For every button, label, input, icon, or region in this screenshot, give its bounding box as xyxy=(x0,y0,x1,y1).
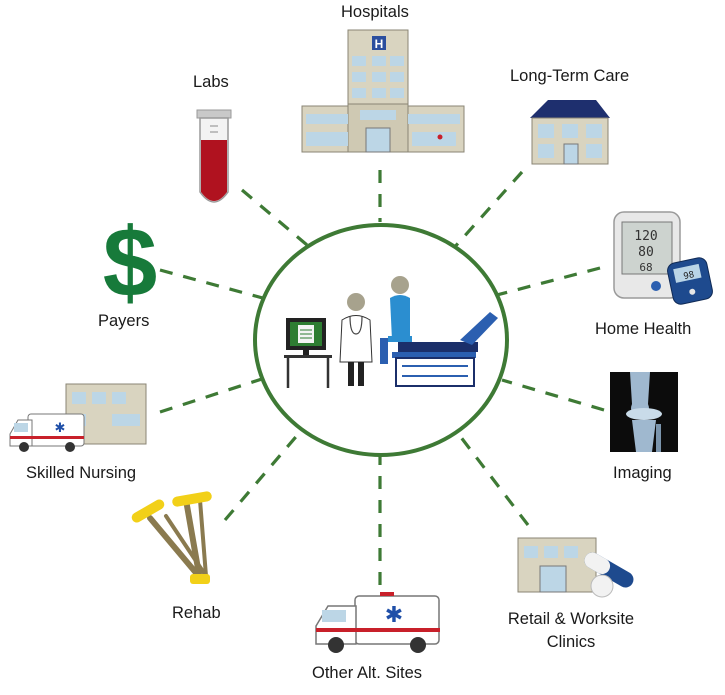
connector-labs xyxy=(242,190,307,245)
label-imaging: Imaging xyxy=(613,463,672,483)
label-rehab: Rehab xyxy=(172,603,221,623)
monitor-reading-pulse: 68 xyxy=(639,261,652,274)
knee-xray-icon xyxy=(610,372,678,452)
svg-text:✱: ✱ xyxy=(55,420,66,435)
care-home-building-icon xyxy=(530,100,610,164)
label-retail-line1: Retail & Worksite xyxy=(491,609,651,629)
connector-imaging xyxy=(502,380,604,410)
monitor-reading-systolic: 120 xyxy=(634,229,657,244)
svg-text:✱: ✱ xyxy=(385,602,403,627)
crutches-icon xyxy=(130,491,213,584)
connector-rehab xyxy=(225,432,300,520)
connector-skilled-nursing xyxy=(160,378,265,412)
svg-text:H: H xyxy=(375,37,384,51)
ambulance-building-icon: ✱ xyxy=(10,384,146,452)
test-tube-icon xyxy=(197,110,231,202)
label-hospitals: Hospitals xyxy=(341,2,409,22)
label-long-term-care: Long-Term Care xyxy=(510,66,629,86)
connector-home-health xyxy=(493,268,600,296)
clinic-pills-icon xyxy=(518,538,636,597)
connector-long-term-care xyxy=(452,172,522,250)
connector-retail xyxy=(460,436,528,525)
connector-payers xyxy=(160,270,270,300)
ambulance-icon: ✱ xyxy=(316,592,440,653)
label-payers: Payers xyxy=(98,311,149,331)
label-home-health: Home Health xyxy=(595,319,691,339)
monitor-reading-diastolic: 80 xyxy=(638,245,654,260)
hospital-building-icon: H xyxy=(302,30,464,152)
dollar-sign-icon: $ xyxy=(103,207,158,317)
label-skilled-nursing: Skilled Nursing xyxy=(26,463,136,483)
label-labs: Labs xyxy=(193,72,229,92)
label-other-alt-sites: Other Alt. Sites xyxy=(312,663,422,683)
blood-pressure-monitor-icon: 120 80 68 98 xyxy=(614,212,714,306)
svg-text:$: $ xyxy=(103,207,158,317)
label-retail-line2: Clinics xyxy=(491,632,651,652)
